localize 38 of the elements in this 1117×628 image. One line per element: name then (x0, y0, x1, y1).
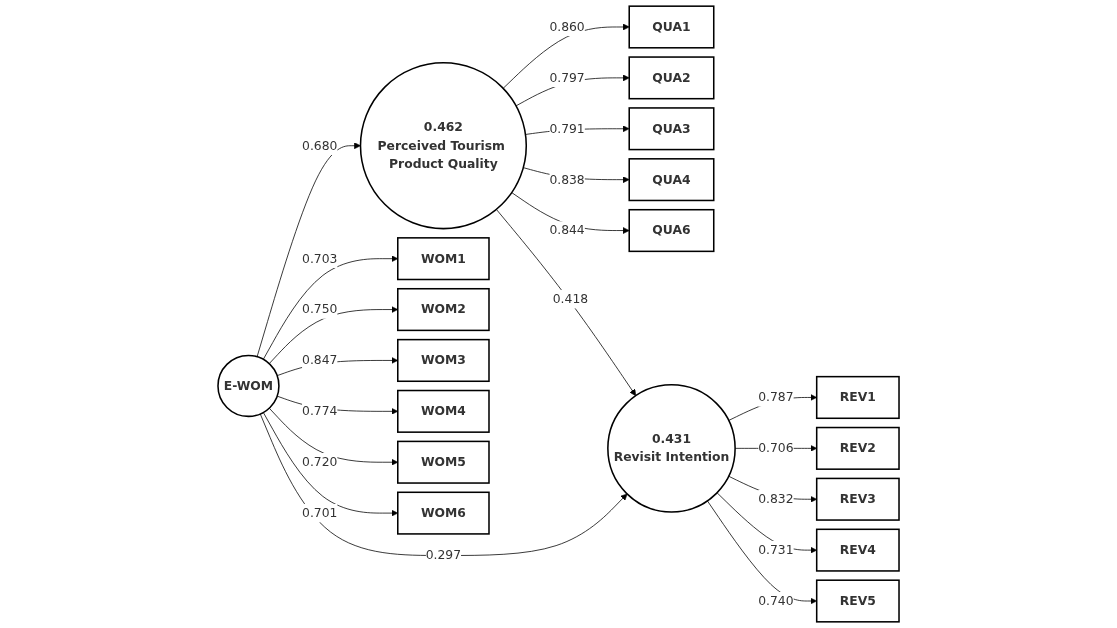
node-box: REV1 (815, 375, 900, 420)
node-circle: 0.462 Perceived Tourism Product Quality (359, 62, 528, 230)
node-box: QUA6 (628, 208, 715, 253)
node-box: QUA3 (628, 107, 715, 151)
node-box: WOM2 (397, 287, 490, 332)
node-box: QUA2 (628, 56, 715, 100)
edge-label: 0.774 (302, 403, 338, 419)
node-box: QUA4 (628, 158, 715, 202)
node-box: REV3 (815, 477, 900, 521)
edge-label: 0.297 (425, 547, 462, 563)
node-box: QUA1 (628, 5, 715, 49)
node-box: REV2 (815, 426, 900, 470)
node-box: WOM1 (397, 237, 490, 281)
edge-label: 0.701 (302, 505, 338, 521)
node-box: WOM6 (397, 491, 490, 535)
edge-label: 0.832 (758, 491, 794, 507)
edge-label: 0.418 (552, 291, 589, 307)
node-box: REV5 (815, 579, 900, 623)
node-box: WOM3 (397, 338, 490, 383)
edge-label: 0.750 (302, 301, 338, 317)
edge-label: 0.706 (758, 440, 794, 456)
node-circle: E-WOM (217, 354, 280, 418)
edge-label: 0.838 (549, 171, 585, 187)
edge-label: 0.703 (302, 250, 338, 266)
edge-label: 0.844 (549, 222, 585, 238)
edge-label: 0.740 (758, 593, 794, 608)
edge-label: 0.847 (302, 352, 338, 368)
edge-label: 0.720 (302, 454, 338, 470)
edge-label: 0.791 (549, 121, 585, 136)
edge-label: 0.731 (758, 542, 794, 558)
edge-label: 0.797 (549, 70, 585, 85)
edge-label: 0.680 (302, 138, 338, 153)
node-circle: 0.431 Revisit Intention (607, 383, 736, 513)
node-box: WOM4 (397, 389, 490, 433)
edge-label: 0.787 (758, 389, 794, 405)
edge-label: 0.860 (549, 19, 585, 34)
node-box: WOM5 (397, 440, 490, 484)
node-box: REV4 (815, 528, 900, 572)
